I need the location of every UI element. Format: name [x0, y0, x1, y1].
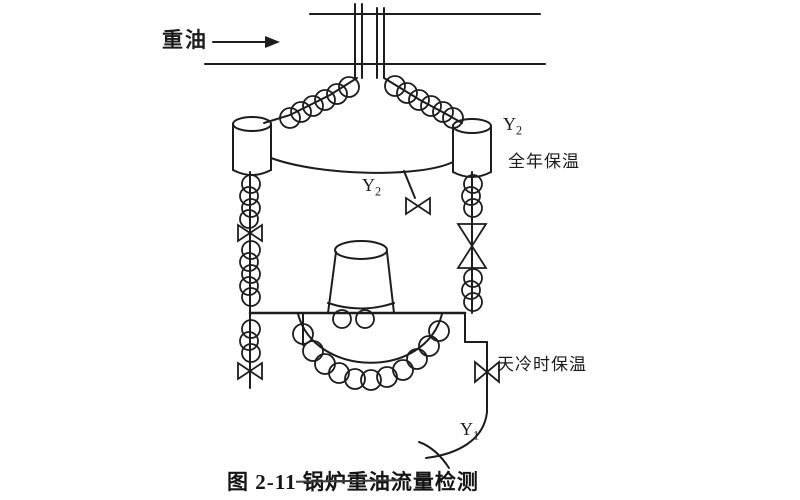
figure-caption: 图 2-11 锅炉重油流量检测 [227, 470, 479, 494]
condensate-pot-right [452, 118, 492, 178]
drain-curve-tick [418, 441, 450, 469]
valve-pointer-line [403, 170, 416, 199]
tap-label-y2-mid: Y2 [362, 175, 382, 199]
left-valve-lower [237, 361, 263, 381]
tap-label-y2-right: Y2 [503, 114, 523, 138]
insulation-cold-weather-label: 天冷时保温 [497, 355, 587, 374]
impulse-line-left [263, 76, 360, 129]
condensate-pot-left [232, 116, 272, 176]
heavy-oil-inlet-label: 重油 [162, 28, 208, 52]
heavy-oil-text: 重油 [162, 28, 208, 52]
orifice-plate-taps [354, 3, 385, 79]
right-impulse-downpipe [456, 171, 488, 314]
flow-direction-arrow [212, 36, 280, 48]
insulation-all-year-label: 全年保温 [508, 152, 580, 171]
dp-meter-body [327, 240, 395, 329]
drain-curve [425, 411, 488, 459]
heat-tracing-chain [292, 313, 450, 391]
tap-label-y1: Y1 [460, 419, 480, 443]
equalizing-valve [405, 196, 431, 216]
left-impulse-downpipe [237, 171, 263, 389]
drain-valve [474, 360, 500, 384]
pot-connector-pipe [270, 157, 454, 199]
main-oil-pipe [204, 13, 546, 65]
impulse-line-right [383, 75, 464, 129]
right-hourglass-valve [456, 223, 488, 269]
bottom-manifold [248, 311, 467, 346]
drain-line-right [418, 312, 500, 469]
left-valve-upper [237, 223, 263, 243]
